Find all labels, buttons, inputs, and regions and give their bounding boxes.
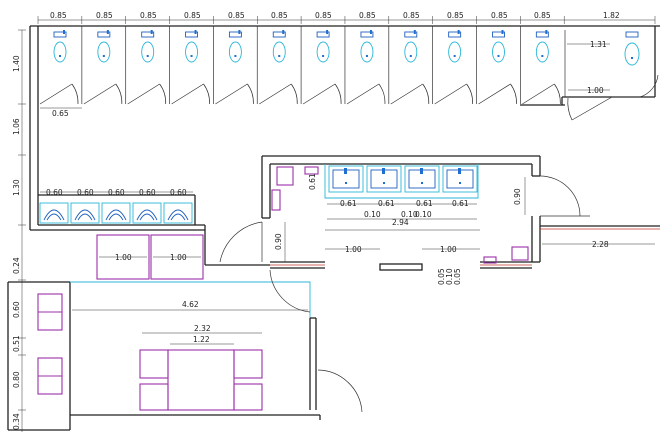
- dim-gap-3: 0.10: [415, 210, 432, 219]
- outer-walls: [7, 25, 660, 431]
- right-door-area: 0.90 2.28: [513, 175, 660, 263]
- dim-top-4: 0.85: [184, 11, 201, 20]
- dim-top-5: 0.85: [228, 11, 245, 20]
- toilet-bowl-icon: [228, 41, 242, 63]
- dim-top-1: 0.85: [50, 11, 67, 20]
- dim-top-2: 0.85: [96, 11, 113, 20]
- urinal-icon: [101, 202, 131, 224]
- dim-gap-1: 0.10: [364, 210, 381, 219]
- dim-gap-2: 0.10: [401, 210, 418, 219]
- toilet-stall: [520, 26, 561, 105]
- dim-left-6: 0.51: [12, 335, 21, 352]
- dim-top-10: 0.85: [447, 11, 464, 20]
- dim-basin-depth: 0.61: [308, 173, 317, 190]
- toilet-bowl-icon: [185, 41, 199, 63]
- washbasin-icon: [404, 165, 440, 193]
- toilet-stall: [344, 26, 386, 105]
- toilet-stall: [432, 26, 474, 105]
- dim-urinal-5: 0.60: [170, 188, 187, 197]
- toilet-stall: [300, 26, 342, 105]
- toilet-stall: [476, 26, 517, 105]
- washbasin-area: 0.61 0.61 0.61 0.61 0.61 0.10 0.10 0.10 …: [261, 155, 541, 231]
- toilet-bowl-icon: [492, 41, 505, 63]
- toilet-stall: [169, 26, 210, 105]
- dim-top-11: 0.85: [491, 11, 508, 20]
- dim-top-3: 0.85: [140, 11, 157, 20]
- dim-corner-door: 1.00: [587, 86, 604, 95]
- dim-top-7: 0.85: [315, 11, 332, 20]
- lower-room: 4.62 2.32 1.22: [37, 269, 363, 413]
- toilet-bowl-icon: [141, 41, 155, 63]
- dim-left-8: 0.34: [12, 413, 21, 430]
- corner-stall: 1.31 1.00: [564, 30, 659, 121]
- dim-basin-4: 0.61: [452, 199, 469, 208]
- corridor-partitions: 0.90 1.00 1.00 0.05 0.10 0.05: [204, 221, 532, 285]
- washbasin-icon: [366, 165, 402, 193]
- stall-door-dimension: 0.65: [40, 107, 82, 118]
- dim-top-8: 0.85: [359, 11, 376, 20]
- toilet-stall: [213, 26, 254, 105]
- dim-left-7: 0.80: [12, 371, 21, 388]
- toilet-stall: [81, 26, 123, 105]
- dim-small-2: 0.10: [445, 268, 454, 285]
- dim-urinal-3: 0.60: [108, 188, 125, 197]
- dim-left-3: 1.30: [12, 179, 21, 196]
- dim-left-2: 1.06: [12, 118, 21, 135]
- dim-basin-1: 0.61: [340, 199, 357, 208]
- urinal-icon: [132, 202, 162, 224]
- dim-room-width: 4.62: [182, 300, 199, 309]
- dim-urinal-2: 0.60: [77, 188, 94, 197]
- dim-bench-left: 1.00: [115, 253, 132, 262]
- dim-opening-2: 1.00: [440, 245, 457, 254]
- washbasin-icon: [442, 165, 478, 193]
- toilet-bowl-icon: [535, 41, 549, 63]
- dim-left-4: 0.24: [12, 257, 21, 274]
- dim-left-1: 1.40: [12, 55, 21, 72]
- toilet-stall: [388, 26, 430, 105]
- dim-urinal-4: 0.60: [139, 188, 156, 197]
- dim-left-5: 0.60: [12, 301, 21, 318]
- toilet-bowl-icon: [360, 41, 374, 63]
- dim-top-9: 0.85: [403, 11, 420, 20]
- toilet-bowl-icon: [272, 41, 286, 63]
- urinal-icon: [39, 202, 69, 224]
- dim-top-13: 1.82: [603, 11, 620, 20]
- dim-small-3: 0.05: [453, 268, 462, 285]
- urinal-row: 0.60 0.60 0.60 0.60 0.60: [38, 188, 196, 225]
- toilet-stalls: [39, 26, 640, 105]
- dim-stall-door: 0.65: [52, 109, 69, 118]
- dim-urinal-1: 0.60: [46, 188, 63, 197]
- dim-left-door: 0.90: [274, 233, 283, 250]
- toilet-bowl-icon: [53, 41, 67, 63]
- dim-opening-1: 1.00: [345, 245, 362, 254]
- dim-basin-total: 2.94: [392, 218, 409, 227]
- toilet-stall: [39, 30, 79, 105]
- washbasin-icon: [328, 165, 364, 193]
- dim-basin-2: 0.61: [378, 199, 395, 208]
- dim-right-door: 0.90: [513, 188, 522, 205]
- urinal-icon: [163, 202, 193, 224]
- dim-small-1: 0.05: [437, 268, 446, 285]
- dim-corner-width: 1.31: [590, 40, 607, 49]
- benches: 1.00 1.00: [96, 234, 204, 280]
- top-dimension-chain: 0.85 0.85 0.85 0.85 0.85 0.85 0.85 0.85 …: [37, 11, 656, 24]
- toilet-bowl-icon: [448, 41, 462, 63]
- left-dimension-chain: 1.40 1.06 1.30 0.24 0.60 0.51 0.80 0.34: [12, 29, 26, 432]
- toilet-bowl-icon: [97, 41, 111, 63]
- urinal-icon: [70, 202, 100, 224]
- dim-top-6: 0.85: [271, 11, 288, 20]
- toilet-bowl-icon: [316, 41, 330, 63]
- dim-basin-3: 0.61: [416, 199, 433, 208]
- dim-table-outer: 2.32: [194, 324, 211, 333]
- toilet-stall: [256, 26, 298, 105]
- toilet-stall: [125, 26, 167, 105]
- dim-right-wall: 2.28: [592, 240, 609, 249]
- corner-toilet-icon: [624, 31, 640, 66]
- dim-top-12: 0.85: [534, 11, 551, 20]
- dim-table-inner: 1.22: [193, 335, 210, 344]
- dim-bench-right: 1.00: [170, 253, 187, 262]
- toilet-bowl-icon: [404, 41, 418, 63]
